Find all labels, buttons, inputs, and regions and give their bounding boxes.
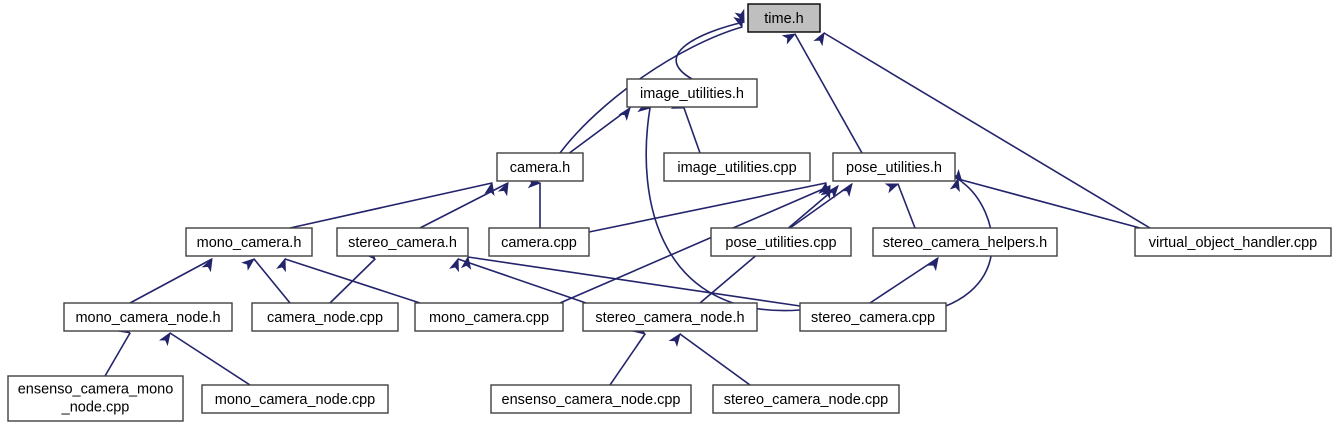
graph-edge — [527, 177, 542, 228]
graph-node-pose-utilities-h[interactable]: pose_utilities.h — [832, 152, 956, 182]
arrow-head-icon — [497, 181, 509, 197]
node-label: stereo_camera_node.h — [595, 310, 744, 326]
node-label: ensenso_camera_mono_node.cpp — [18, 381, 174, 415]
node-label: camera.cpp — [501, 235, 577, 251]
node-label: pose_utilities.cpp — [725, 235, 836, 251]
graph-edge — [609, 322, 647, 386]
arrow-head-icon — [241, 258, 256, 271]
graph-edge — [637, 101, 801, 312]
graph-node-mono-camera-h[interactable]: mono_camera.h — [185, 227, 313, 257]
graph-edge — [559, 13, 744, 154]
node-box[interactable] — [799, 302, 947, 332]
node-label: mono_camera.h — [197, 235, 302, 251]
node-label: mono_camera_node.h — [75, 310, 220, 326]
node-box[interactable] — [747, 3, 821, 33]
graph-edge — [869, 256, 939, 304]
graph-edge — [781, 33, 863, 154]
node-box[interactable] — [251, 302, 399, 332]
graph-edge — [668, 332, 751, 386]
node-layer: time.h image_utilities.h camera.h image_uti… — [7, 3, 1332, 422]
graph-node-pose-utilities-cpp[interactable]: pose_utilities.cpp — [710, 227, 852, 257]
node-label: stereo_camera_node.cpp — [724, 392, 888, 408]
arrow-head-icon — [733, 13, 744, 29]
graph-node-mono-camera-node-cpp[interactable]: mono_camera_node.cpp — [201, 384, 389, 414]
node-label: virtual_object_handler.cpp — [1149, 235, 1317, 251]
graph-node-stereo-camera-h[interactable]: stereo_camera.h — [336, 227, 469, 257]
graph-edge — [449, 257, 587, 304]
arrow-head-icon — [201, 257, 213, 273]
node-box[interactable] — [63, 302, 233, 332]
graph-node-stereo-camera-cpp[interactable]: stereo_camera.cpp — [799, 302, 947, 332]
graph-edge — [419, 181, 509, 229]
node-label: stereo_camera.h — [348, 235, 457, 251]
arrow-head-icon — [781, 33, 797, 45]
node-box[interactable] — [201, 384, 389, 414]
graph-edge — [460, 255, 801, 307]
node-box[interactable] — [336, 227, 469, 257]
graph-edge — [949, 177, 1141, 229]
node-box[interactable] — [663, 152, 811, 182]
node-box[interactable] — [710, 227, 852, 257]
arrow-head-icon — [276, 257, 286, 273]
graph-node-image-utilities-h[interactable]: image_utilities.h — [626, 78, 758, 108]
graph-node-ensenso-camera-node-cpp[interactable]: ensenso_camera_node.cpp — [490, 384, 692, 414]
arrow-head-icon — [813, 31, 825, 47]
graph-edge — [670, 98, 701, 154]
node-label: image_utilities.h — [640, 86, 744, 102]
arrow-head-icon — [840, 182, 853, 198]
node-box[interactable] — [490, 384, 692, 414]
arrow-head-icon — [618, 106, 631, 121]
node-label: camera_node.cpp — [267, 310, 383, 326]
graph-edge — [789, 182, 853, 229]
graph-edge — [158, 331, 251, 386]
arrow-head-icon — [927, 256, 939, 272]
arrow-head-icon — [158, 331, 171, 347]
node-box[interactable] — [582, 302, 758, 332]
node-box[interactable] — [712, 384, 900, 414]
graph-node-stereo-camera-node-h[interactable]: stereo_camera_node.h — [582, 302, 758, 332]
arrow-head-icon — [826, 184, 839, 199]
node-label: stereo_camera.cpp — [811, 310, 935, 326]
node-box[interactable] — [626, 78, 758, 108]
graph-node-camera-node-cpp[interactable]: camera_node.cpp — [251, 302, 399, 332]
arrow-head-icon — [449, 257, 459, 273]
graph-node-mono-camera-node-h[interactable]: mono_camera_node.h — [63, 302, 233, 332]
graph-node-camera-cpp[interactable]: camera.cpp — [488, 227, 590, 257]
node-label: time.h — [764, 11, 804, 27]
graph-node-camera-h[interactable]: camera.h — [496, 152, 584, 182]
node-box[interactable] — [1134, 227, 1332, 257]
graph-node-time-h[interactable]: time.h — [747, 3, 821, 33]
node-label: pose_utilities.h — [846, 160, 942, 176]
node-box[interactable] — [7, 375, 184, 422]
node-label: ensenso_camera_node.cpp — [502, 392, 681, 408]
node-label: stereo_camera_helpers.h — [883, 235, 1047, 251]
graph-edge — [884, 183, 916, 229]
graph-edge — [276, 257, 421, 304]
node-label: mono_camera.cpp — [429, 310, 549, 326]
node-box[interactable] — [832, 152, 956, 182]
graph-edge — [241, 258, 291, 304]
arrow-head-icon — [949, 177, 960, 193]
graph-edge — [813, 31, 1151, 229]
node-label: image_utilities.cpp — [677, 160, 796, 176]
node-box[interactable] — [488, 227, 590, 257]
arrow-head-icon — [668, 332, 681, 347]
graph-edge — [129, 257, 213, 304]
node-box[interactable] — [496, 152, 584, 182]
graph-node-image-utilities-cpp[interactable]: image_utilities.cpp — [663, 152, 811, 182]
node-box[interactable] — [414, 302, 564, 332]
graph-node-stereo-camera-node-cpp[interactable]: stereo_camera_node.cpp — [712, 384, 900, 414]
node-label: mono_camera_node.cpp — [215, 392, 375, 408]
graph-node-stereo-camera-helpers-h[interactable]: stereo_camera_helpers.h — [872, 227, 1058, 257]
node-label: camera.h — [510, 160, 570, 176]
graph-node-virtual-object-handler-cpp[interactable]: virtual_object_handler.cpp — [1134, 227, 1332, 257]
node-box[interactable] — [185, 227, 313, 257]
graph-node-mono-camera-cpp[interactable]: mono_camera.cpp — [414, 302, 564, 332]
graph-node-ensenso-camera-mono-node-cpp[interactable]: ensenso_camera_mono_node.cpp — [7, 375, 184, 422]
arrow-head-icon — [884, 183, 900, 194]
node-box[interactable] — [872, 227, 1058, 257]
graph-edge — [559, 106, 631, 161]
arrow-head-icon — [460, 255, 472, 270]
